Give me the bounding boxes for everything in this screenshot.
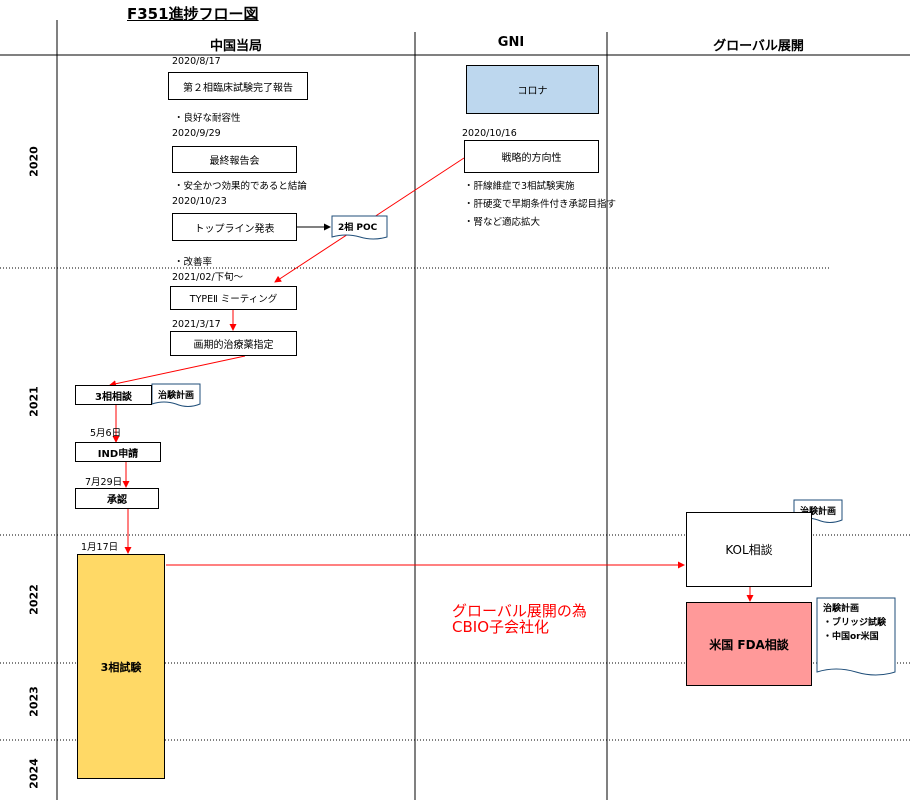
note-line: グローバル展開の為 <box>452 602 587 620</box>
year-label-2023: 2023 <box>27 686 41 717</box>
column-header-china: 中国当局 <box>209 39 262 54</box>
date-label: 2020/8/17 <box>172 56 221 67</box>
year-label-2020: 2020 <box>27 146 41 177</box>
doc-title: 治験計画 <box>823 604 860 614</box>
trial-plan-doc: 治験計画 <box>158 391 195 401</box>
date-label: 2020/10/16 <box>462 128 517 139</box>
date-label: 2021/3/17 <box>172 319 221 330</box>
year-label-2021: 2021 <box>27 386 41 417</box>
ind-application-box: IND申請 <box>75 442 161 462</box>
breakthrough-designation-box: 画期的治療薬指定 <box>170 331 297 356</box>
doc-shape-poc <box>331 215 388 240</box>
final-report-box: 最終報告会 <box>172 146 297 173</box>
page-title: F351進捗フロー図 <box>127 5 259 23</box>
year-label-2024: 2024 <box>27 758 41 789</box>
global-expansion-note: グローバル展開の為 CBIO子会社化 <box>452 603 587 635</box>
note-text: ・腎など適応拡大 <box>464 217 541 228</box>
arrow-designation-to-consult <box>109 355 246 388</box>
trial-plan-doc-detail: 治験計画 ・ブリッジ試験 ・中国or米国 <box>820 600 889 646</box>
phase3-trial-box: 3相試験 <box>77 554 165 779</box>
type2-meeting-box: TYPEⅡ ミーティング <box>170 286 297 310</box>
poc-doc: 2相 POC <box>338 223 378 233</box>
column-header-gni: GNI <box>497 35 525 50</box>
doc-item: ・中国or米国 <box>823 632 879 642</box>
fda-consult-box: 米国 FDA相談 <box>686 602 812 686</box>
date-label: 1月17日 <box>81 542 119 553</box>
date-label: 2021/02/下旬〜 <box>172 272 244 283</box>
approval-box: 承認 <box>75 488 159 509</box>
note-text: ・肝硬変で早期条件付き承認目指す <box>464 199 617 210</box>
doc-item: ・ブリッジ試験 <box>823 618 887 628</box>
strategy-box: 戦略的方向性 <box>464 140 599 173</box>
corona-box: コロナ <box>466 65 599 114</box>
column-header-global: グローバル展開 <box>713 39 804 54</box>
phase2-report-box: 第２相臨床試験完了報告 <box>168 72 308 100</box>
phase3-consult-box: 3相相談 <box>75 385 152 405</box>
kol-consult-box: KOL相談 <box>686 512 812 587</box>
note-text: ・改善率 <box>174 257 213 268</box>
note-text: ・安全かつ効果的であると結論 <box>174 181 307 192</box>
topline-box: トップライン発表 <box>172 213 297 241</box>
note-line: CBIO子会社化 <box>452 618 549 636</box>
date-label: 2020/9/29 <box>172 128 221 139</box>
year-label-2022: 2022 <box>27 584 41 615</box>
note-text: ・良好な耐容性 <box>174 113 241 124</box>
trial-plan-doc: 治験計画 <box>800 507 837 517</box>
date-label: 5月6日 <box>90 428 122 439</box>
doc-shape-plan3 <box>816 597 896 676</box>
date-label: 7月29日 <box>85 477 123 488</box>
date-label: 2020/10/23 <box>172 196 227 207</box>
doc-shape-plan1 <box>151 383 201 407</box>
note-text: ・肝線維症で3相試験実施 <box>464 181 575 192</box>
